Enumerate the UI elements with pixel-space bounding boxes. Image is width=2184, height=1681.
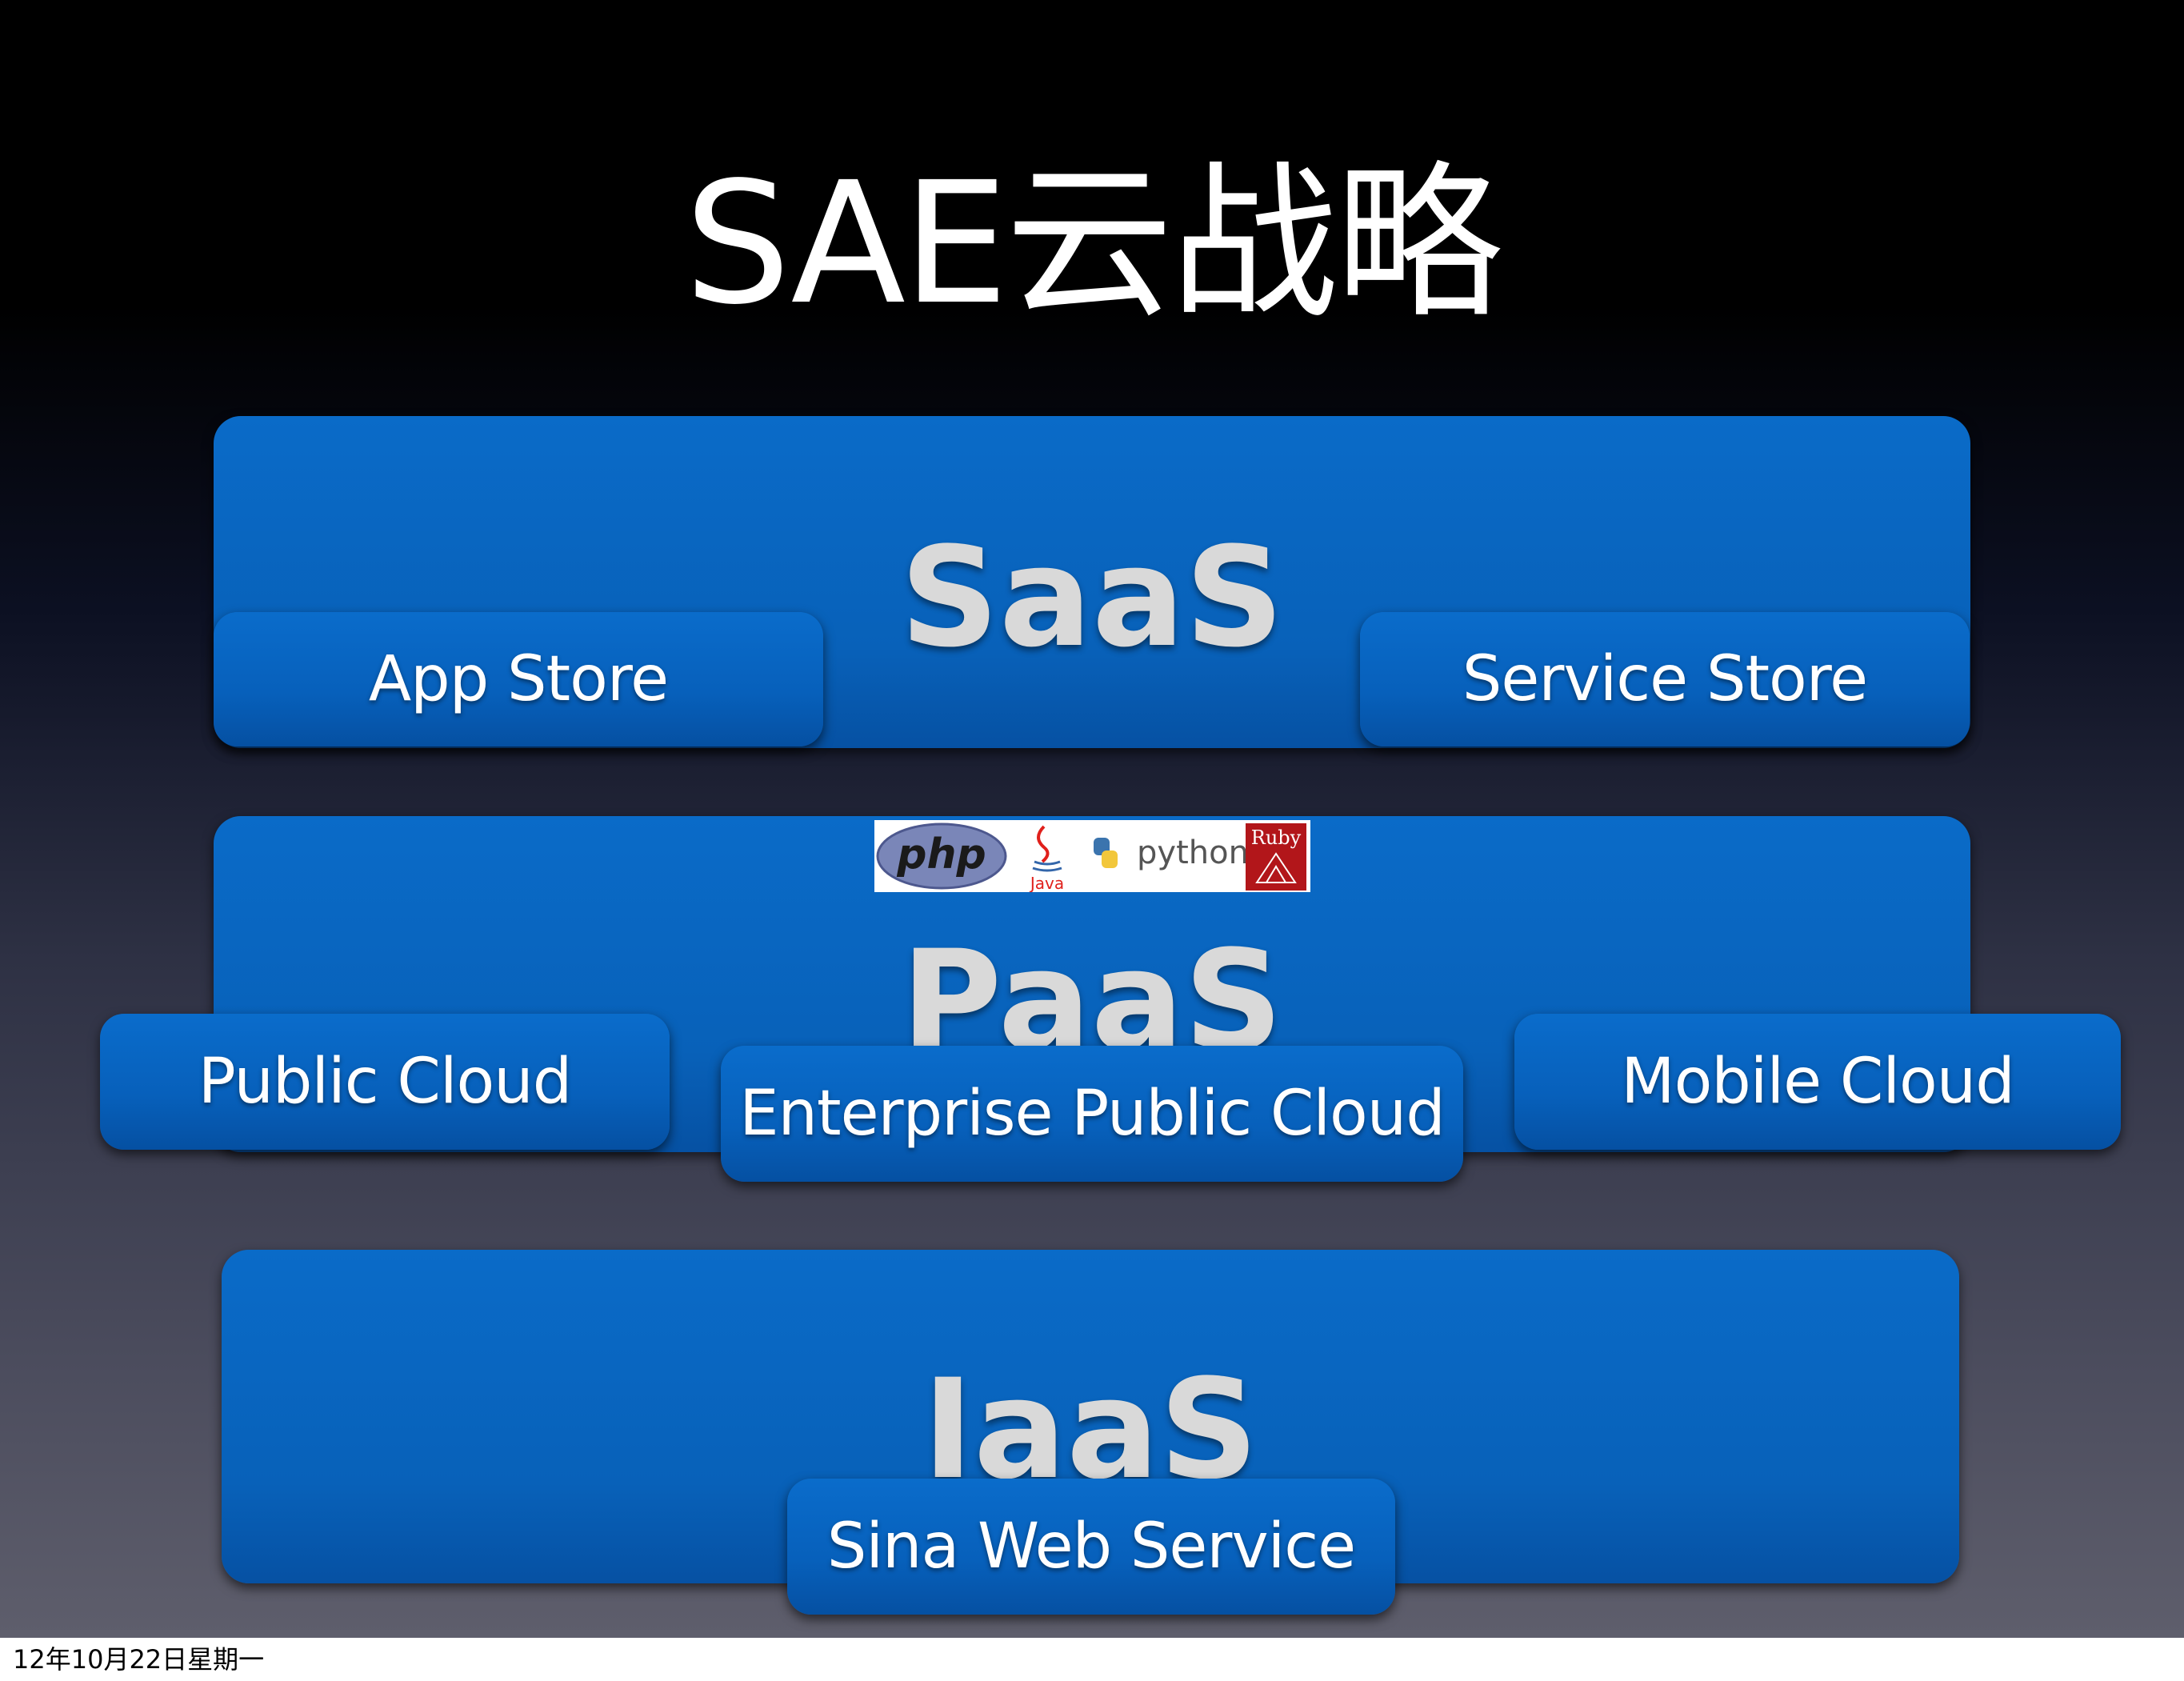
python-logo-text: python: [1137, 834, 1249, 871]
slide: SAE云战略 SaaS App Store Service Store PaaS…: [0, 0, 2184, 1638]
app-store-box: App Store: [214, 612, 823, 746]
slide-title: SAE云战略: [684, 146, 1503, 342]
public-cloud-box: Public Cloud: [100, 1014, 670, 1150]
java-logo-text: Java: [1029, 874, 1064, 892]
enterprise-public-cloud-box: Enterprise Public Cloud: [721, 1046, 1463, 1182]
language-logos: php Java python Ruby: [874, 820, 1310, 893]
ruby-logo-icon: Ruby: [1246, 823, 1306, 891]
ruby-logo-text: Ruby: [1251, 826, 1302, 849]
php-logo-icon: php: [876, 822, 1007, 890]
footer-date: 12年10月22日星期一: [13, 1644, 265, 1675]
language-logos-svg: php Java python Ruby: [876, 822, 1306, 893]
sina-web-service-box: Sina Web Service: [787, 1479, 1395, 1615]
saas-label: SaaS: [900, 517, 1284, 678]
service-store-box: Service Store: [1360, 612, 1970, 746]
php-logo-text: php: [896, 830, 986, 879]
java-logo-icon: Java: [1029, 825, 1064, 893]
mobile-cloud-box: Mobile Cloud: [1514, 1014, 2121, 1150]
python-logo-icon: python: [1094, 834, 1249, 871]
